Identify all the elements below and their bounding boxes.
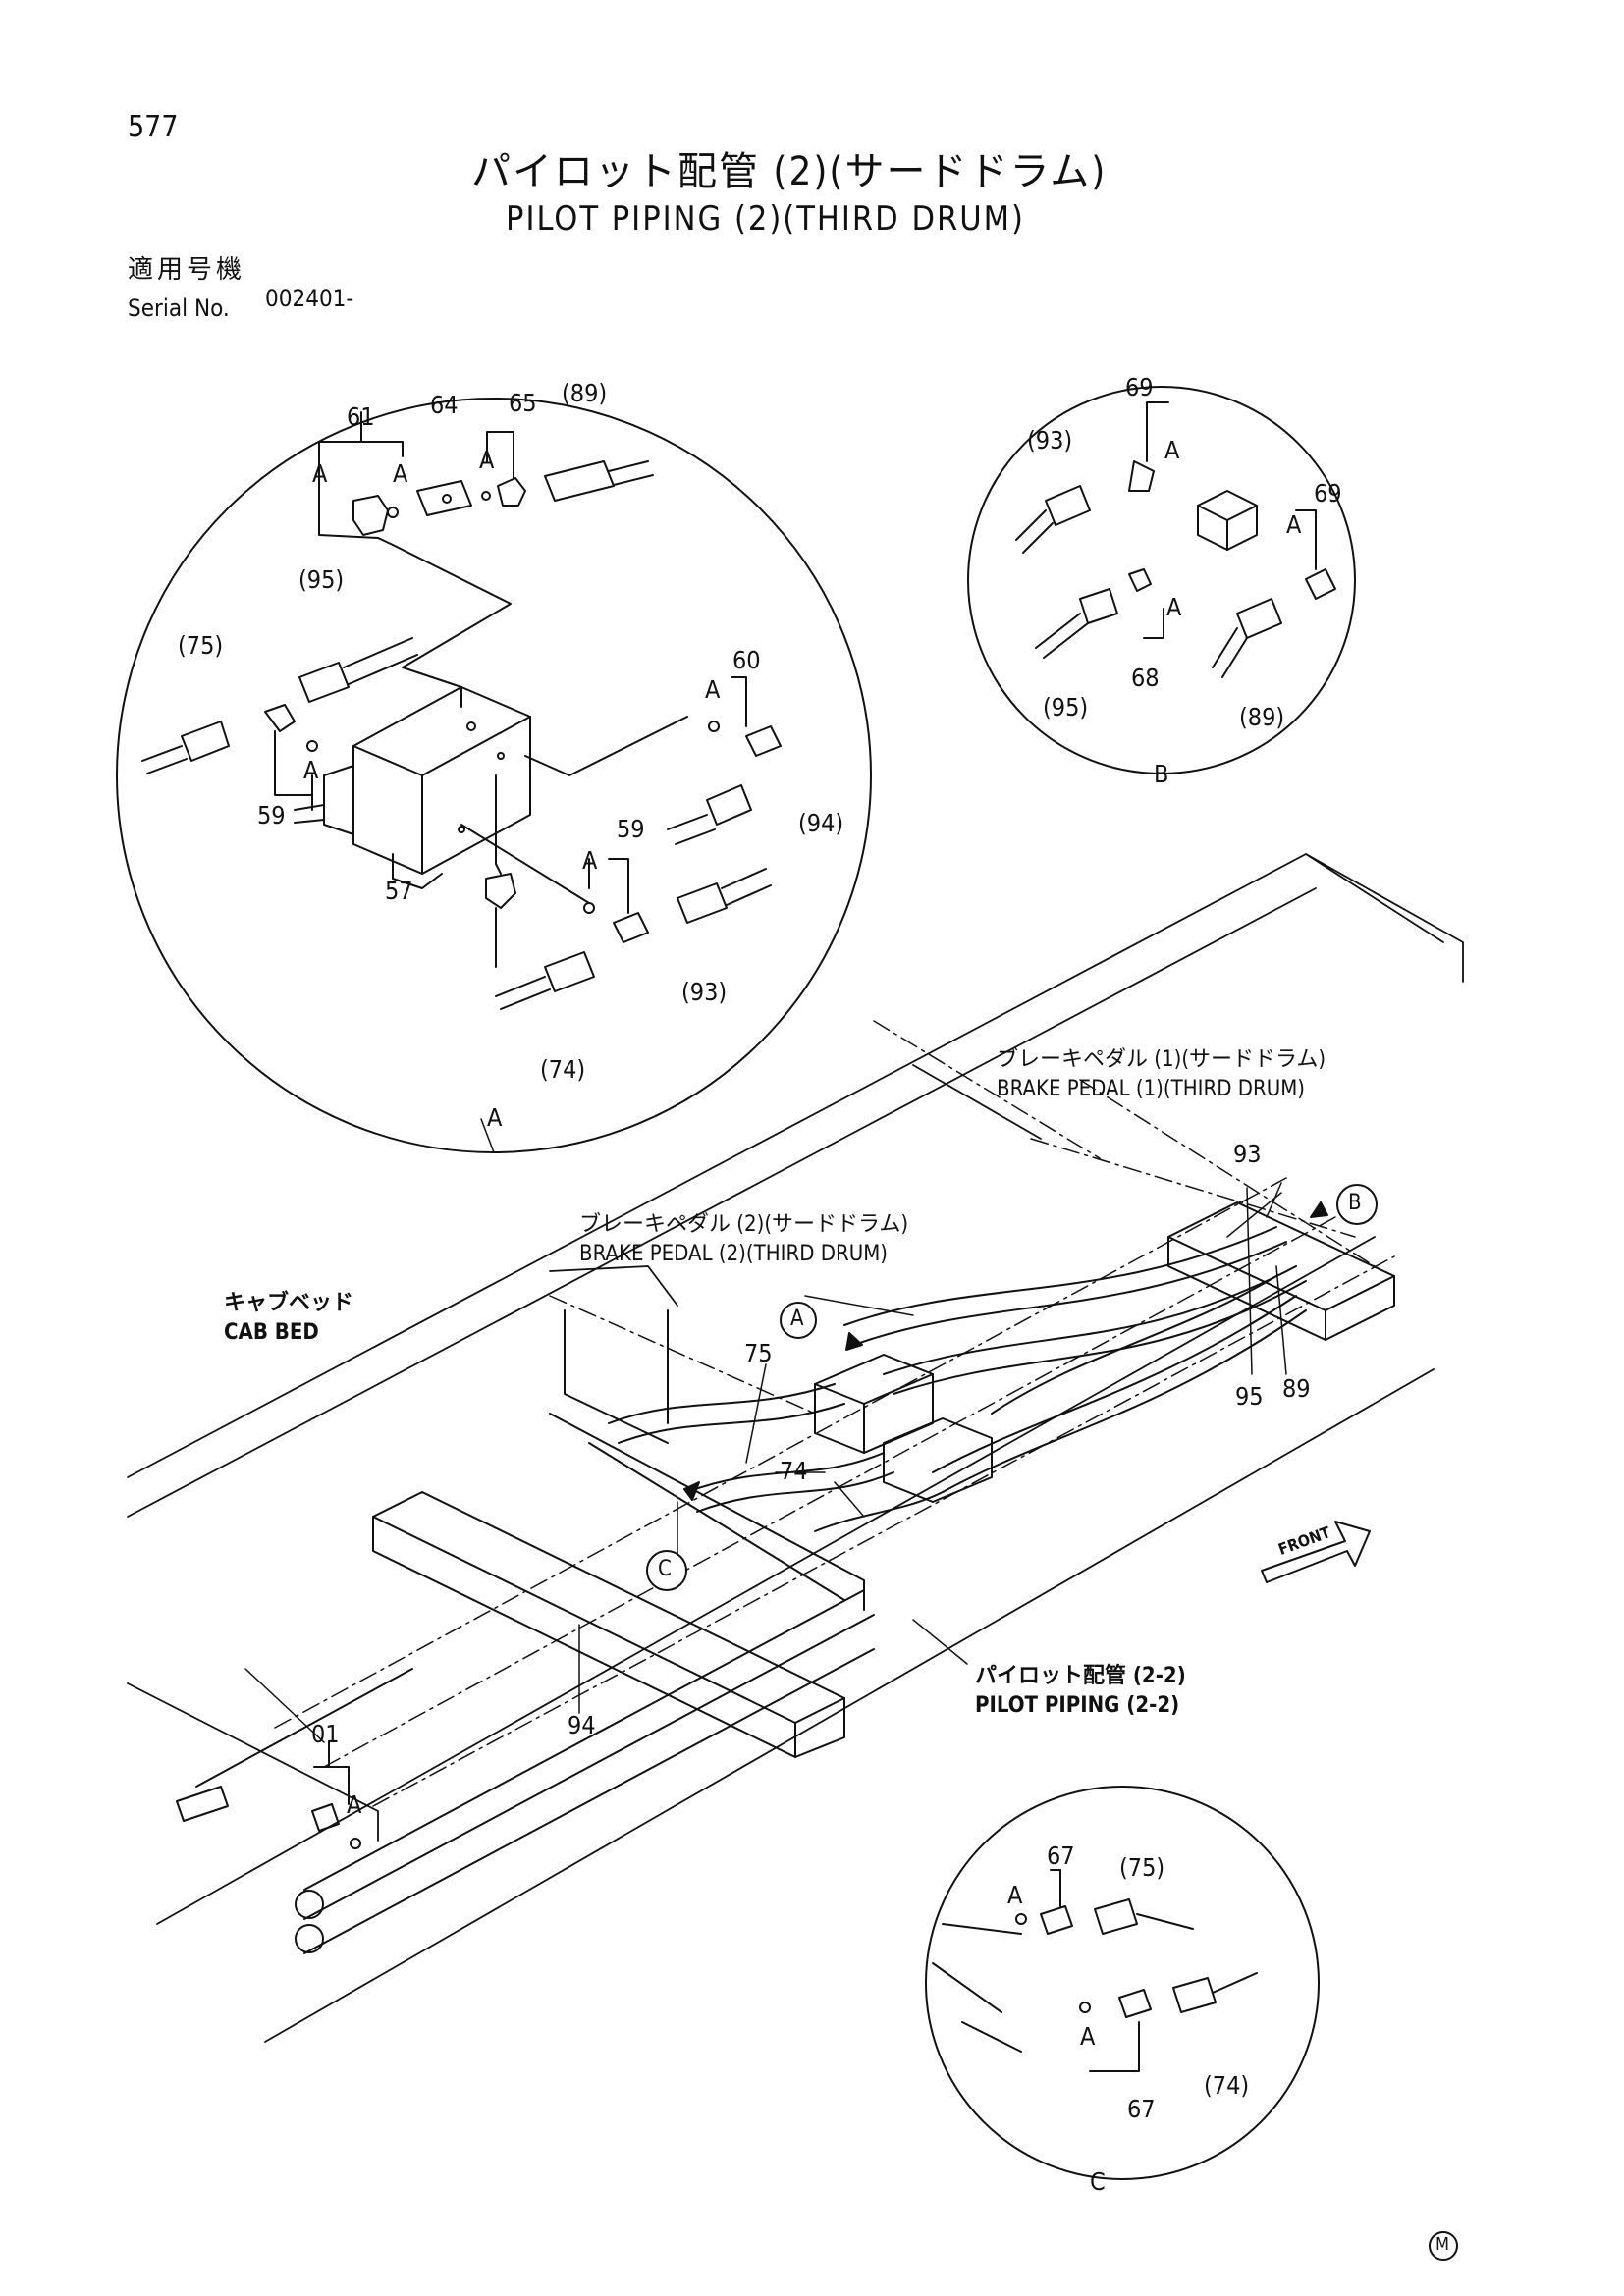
cab-bed-jp: キャブベッド xyxy=(224,1291,354,1315)
callout-94-main: 94 xyxy=(568,1711,596,1739)
brake-valve-units xyxy=(814,1201,1395,1503)
callout-94: (94) xyxy=(798,809,844,837)
callout-93: (93) xyxy=(1027,426,1073,454)
frame-outline xyxy=(127,853,1464,2043)
callout-75-main: 75 xyxy=(744,1339,773,1367)
callout-01-main: 01 xyxy=(311,1720,340,1748)
pilot-piping-label: パイロット配管 (2-2) PILOT PIPING (2-2) xyxy=(975,1662,1186,1720)
page-title-en: PILOT PIPING (2)(THIRD DRUM) xyxy=(506,199,1025,239)
letter-a: A xyxy=(1166,593,1182,621)
marker-c-label: C xyxy=(658,1557,672,1581)
callout-60: 60 xyxy=(732,646,761,674)
callout-75: (75) xyxy=(178,631,224,660)
callout-89-main: 89 xyxy=(1282,1374,1311,1403)
callout-57: 57 xyxy=(385,877,413,905)
callout-93-main: 93 xyxy=(1233,1140,1262,1168)
letter-a: A xyxy=(347,1790,362,1819)
letter-a: A xyxy=(1164,436,1180,464)
callout-93: (93) xyxy=(681,978,728,1006)
callout-89: (89) xyxy=(562,379,608,407)
marker-a-circle xyxy=(780,1302,817,1339)
marker-a-label: A xyxy=(790,1307,804,1331)
callout-65: 65 xyxy=(509,389,537,417)
detail-b-block xyxy=(1197,490,1258,551)
detail-b-circle xyxy=(967,386,1356,774)
serial-label-en: Serial No. xyxy=(128,294,230,322)
callout-95: (95) xyxy=(298,565,345,594)
callout-74: (74) xyxy=(540,1055,586,1084)
cab-bed-frame xyxy=(372,1309,845,1758)
brake-pedal-2-label: ブレーキペダル (2)(サードドラム) BRAKE PEDAL (2)(THIR… xyxy=(579,1210,908,1268)
page-number: 577 xyxy=(128,110,179,144)
detail-b-view-label: B xyxy=(1154,760,1169,788)
callout-67-top: 67 xyxy=(1047,1842,1075,1870)
callout-59-left: 59 xyxy=(257,801,286,829)
marker-b-label: B xyxy=(1348,1191,1362,1215)
detail-c-circle xyxy=(925,1786,1320,2180)
letter-a: A xyxy=(312,459,328,488)
pilot-piping-jp: パイロット配管 (2-2) xyxy=(975,1664,1186,1688)
cab-bed-label: キャブベッド CAB BED xyxy=(224,1289,353,1347)
callout-68: 68 xyxy=(1131,664,1160,692)
m-mark-circle xyxy=(1429,2231,1458,2261)
brake-pedal-1-en: BRAKE PEDAL (1)(THIRD DRUM) xyxy=(997,1076,1306,1101)
brake-pedal-1-jp: ブレーキペダル (1)(サードドラム) xyxy=(997,1047,1326,1072)
detail-a-view-label: A xyxy=(487,1103,503,1132)
callout-89: (89) xyxy=(1239,703,1285,731)
brake-pedal-2-jp: ブレーキペダル (2)(サードドラム) xyxy=(579,1212,909,1237)
callout-59-lower: 59 xyxy=(617,815,645,843)
letter-a: A xyxy=(1080,2022,1096,2051)
letter-a: A xyxy=(303,756,319,784)
letter-a: A xyxy=(1286,510,1302,539)
callout-74-main: 74 xyxy=(780,1457,808,1485)
letter-a: A xyxy=(479,446,495,474)
callout-95-main: 95 xyxy=(1235,1382,1264,1411)
callout-69-top: 69 xyxy=(1125,373,1154,401)
page-title-jp: パイロット配管 (2)(サードドラム) xyxy=(471,149,1108,194)
front-arrow xyxy=(1261,1521,1371,1583)
brake-pedal-2-en: BRAKE PEDAL (2)(THIRD DRUM) xyxy=(579,1241,889,1266)
callout-95: (95) xyxy=(1043,693,1089,721)
callout-64: 64 xyxy=(430,391,459,419)
callout-67-bottom: 67 xyxy=(1127,2095,1156,2123)
serial-number: 002401- xyxy=(265,285,354,312)
letter-a: A xyxy=(393,459,408,488)
brake-pedal-1-label: ブレーキペダル (1)(サードドラム) BRAKE PEDAL (1)(THIR… xyxy=(997,1045,1326,1103)
dash-lines xyxy=(274,1020,1395,1807)
callout-61: 61 xyxy=(347,402,375,431)
letter-a: A xyxy=(705,675,721,704)
cab-bed-en: CAB BED xyxy=(224,1319,319,1345)
callout-69-right: 69 xyxy=(1314,479,1342,507)
marker-c-circle xyxy=(646,1550,687,1591)
m-mark: M xyxy=(1435,2234,1449,2255)
pilot-piping-en: PILOT PIPING (2-2) xyxy=(975,1692,1180,1718)
serial-label-jp: 適用号機 xyxy=(128,255,246,285)
detail-a-circle xyxy=(116,398,872,1153)
letter-a: A xyxy=(582,846,598,875)
detail-c-view-label: C xyxy=(1090,2167,1106,2196)
hose-bundle xyxy=(608,1226,1307,1532)
callout-75: (75) xyxy=(1119,1853,1165,1882)
marker-b-circle xyxy=(1336,1184,1378,1225)
callout-74: (74) xyxy=(1204,2071,1250,2100)
letter-a: A xyxy=(1007,1881,1023,1909)
